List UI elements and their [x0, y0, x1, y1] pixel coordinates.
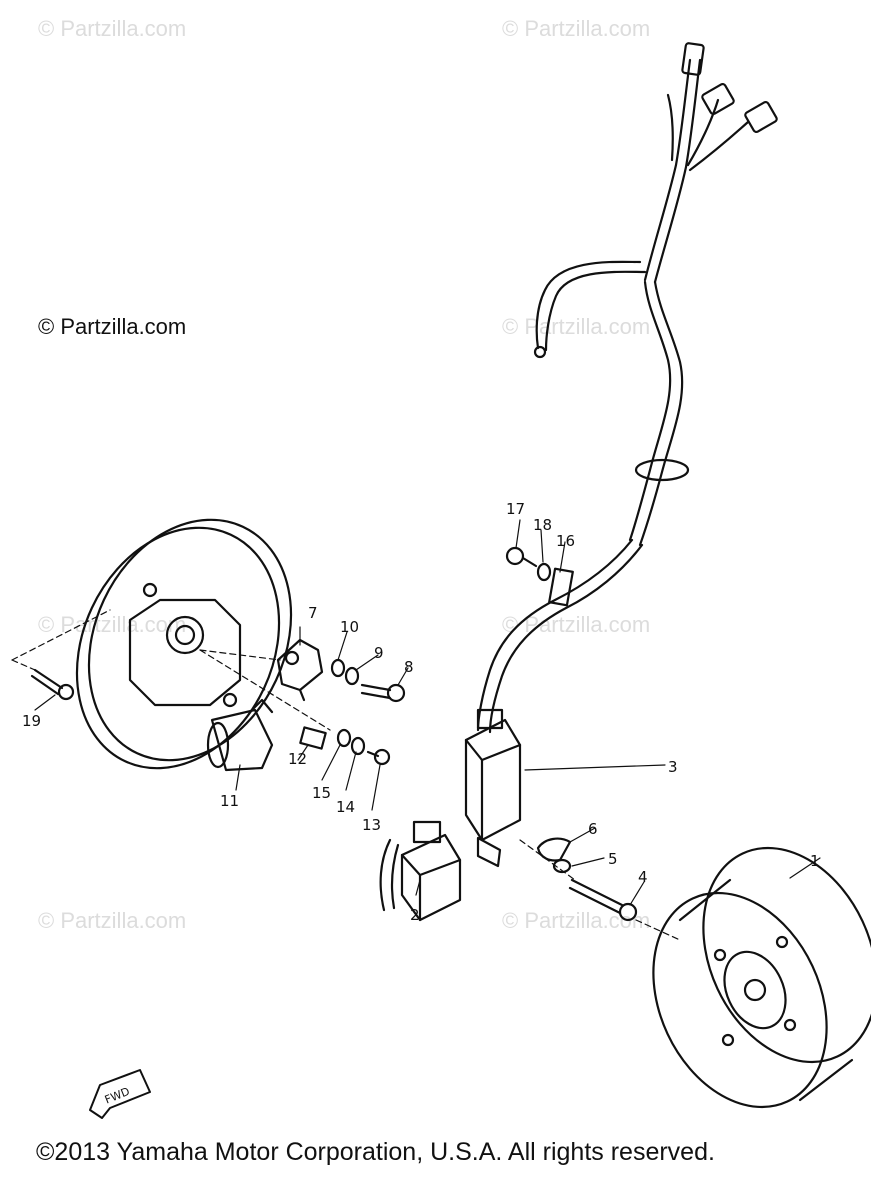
- callout-3: 3: [668, 758, 678, 776]
- callout-11: 11: [220, 792, 239, 810]
- callout-9: 9: [374, 644, 384, 662]
- watermark-top-right: © Partzilla.com: [502, 16, 651, 41]
- callout-14: 14: [336, 798, 355, 816]
- part-11-condenser: [206, 698, 274, 772]
- fwd-label: FWD: [103, 1085, 132, 1107]
- callout-7: 7: [308, 604, 318, 622]
- callout-16: 16: [556, 532, 575, 550]
- part-12-clamp: [299, 726, 327, 750]
- watermark-mid-right: © Partzilla.com: [502, 314, 651, 339]
- stator-base-plate: [75, 518, 293, 770]
- watermark-low-left: © Partzilla.com: [38, 612, 187, 637]
- watermark-top-left: © Partzilla.com: [38, 16, 187, 41]
- watermark-low-right: © Partzilla.com: [502, 612, 651, 637]
- callout-10: 10: [340, 618, 359, 636]
- wiring-harness: [476, 42, 778, 734]
- callout-13: 13: [362, 816, 381, 834]
- part-7-pickup: [276, 638, 324, 702]
- callout-numbers: 1 2 3 4 5 6 7 8 9 10 11 12 13 14 15 16 1…: [22, 500, 820, 1107]
- callout-17: 17: [506, 500, 525, 518]
- callout-19: 19: [22, 712, 41, 730]
- part-1-flywheel-rotor: [652, 846, 871, 1109]
- callout-12: 12: [288, 750, 307, 768]
- part-3-ignition-coil: [464, 708, 522, 868]
- part-2-cdi-unit: [379, 820, 462, 922]
- part-18-washer: [536, 562, 552, 582]
- part-15-washer: [336, 728, 352, 748]
- part-13-screw: [366, 748, 391, 766]
- part-14-washer: [350, 736, 366, 756]
- watermark-mid-left: © Partzilla.com: [38, 314, 187, 339]
- fwd-arrow-icon: [89, 1069, 151, 1119]
- callout-1: 1: [810, 852, 820, 870]
- part-8-screw: [360, 683, 406, 703]
- part-9-washer: [344, 666, 360, 686]
- callout-6: 6: [588, 820, 598, 838]
- callout-15: 15: [312, 784, 331, 802]
- part-17-bolt: [505, 546, 525, 566]
- watermark-bottom-left: © Partzilla.com: [38, 908, 187, 933]
- callout-18: 18: [533, 516, 552, 534]
- part-19-screw: [30, 668, 75, 701]
- callout-2: 2: [410, 906, 420, 924]
- part-5-washer: [552, 858, 572, 874]
- copyright-notice: ©2013 Yamaha Motor Corporation, U.S.A. A…: [36, 1138, 715, 1166]
- callout-4: 4: [638, 868, 648, 886]
- part-10-washer: [330, 658, 346, 678]
- callout-5: 5: [608, 850, 618, 868]
- part-4-bolt: [568, 878, 638, 922]
- part-6-plate: [536, 837, 572, 862]
- callout-8: 8: [404, 658, 414, 676]
